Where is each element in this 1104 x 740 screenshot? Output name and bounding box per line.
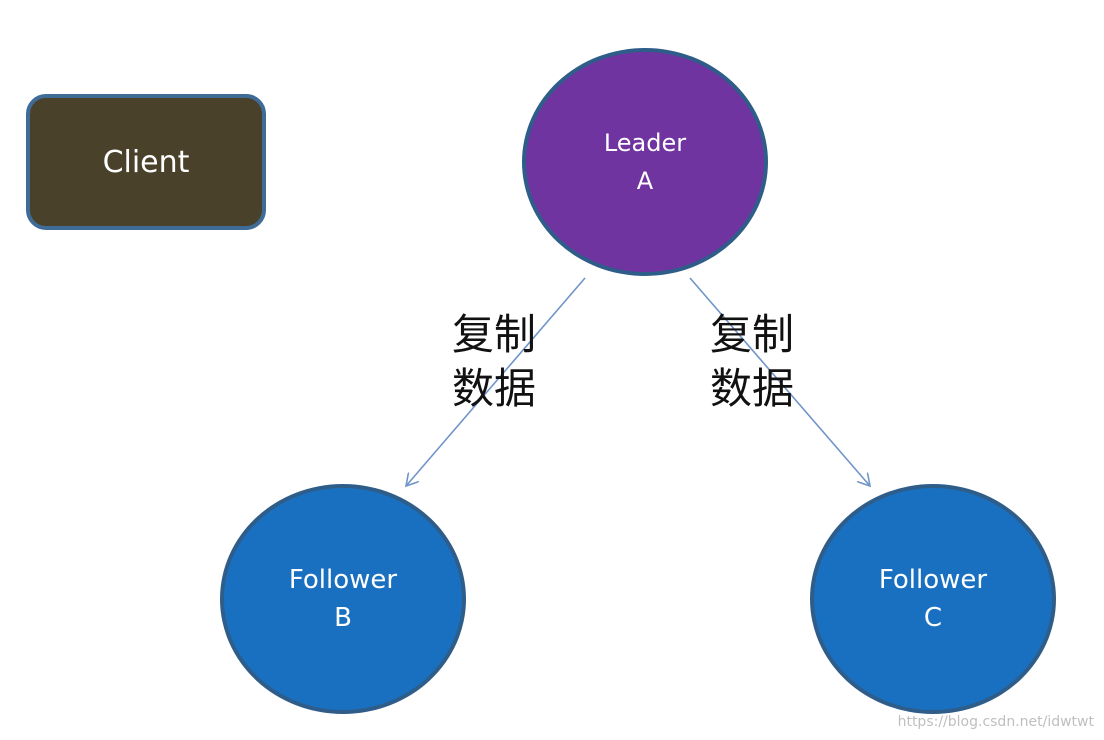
arrow-leader-to-follower-c xyxy=(689,277,870,486)
follower-b-node: Follower B xyxy=(220,484,466,714)
leader-label: Leader xyxy=(603,129,687,157)
follower-c-label: Follower xyxy=(878,565,988,595)
edge-label-right: 复制 数据 xyxy=(710,308,794,416)
watermark: https://blog.csdn.net/idwtwt xyxy=(897,714,1094,730)
leader-node: Leader A xyxy=(522,48,768,276)
edge-label-right-line2: 数据 xyxy=(710,364,795,413)
follower-c-id: C xyxy=(923,603,943,633)
leader-id: A xyxy=(636,167,654,195)
arrow-leader-to-follower-b xyxy=(406,277,586,486)
edge-label-left: 复制 数据 xyxy=(452,308,536,416)
follower-b-label: Follower xyxy=(288,565,398,595)
edge-label-left-line2: 数据 xyxy=(452,364,537,413)
client-label: Client xyxy=(102,144,190,180)
follower-b-id: B xyxy=(334,603,352,633)
client-node: Client xyxy=(26,94,266,230)
edge-label-left-line1: 复制 xyxy=(452,310,537,359)
edge-label-right-line1: 复制 xyxy=(710,310,795,359)
follower-c-node: Follower C xyxy=(810,484,1056,714)
